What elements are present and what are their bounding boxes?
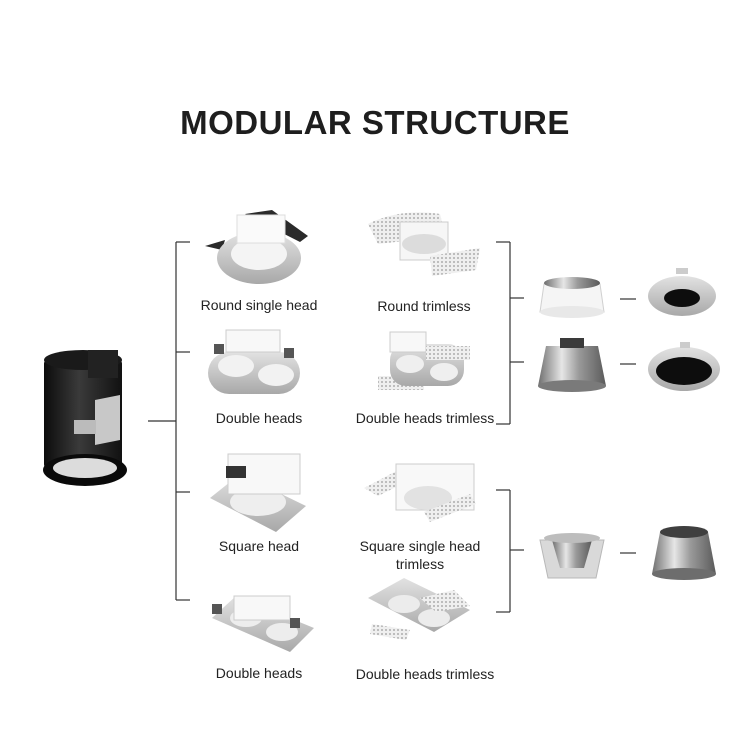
silver-reflector-lower-image bbox=[652, 526, 716, 580]
white-reflector-image bbox=[539, 277, 605, 318]
label-round-single-head: Round single head bbox=[200, 297, 318, 313]
square-single-head-trimless-image bbox=[364, 463, 476, 522]
double-heads-square-image bbox=[212, 595, 314, 652]
label-round-trimless: Round trimless bbox=[377, 298, 471, 314]
square-head-image bbox=[210, 453, 306, 532]
page-title: MODULAR STRUCTURE bbox=[180, 104, 570, 141]
square-silver-reflector-image bbox=[539, 533, 605, 579]
label-square-single-head-trimless: Square single head trimless bbox=[350, 537, 490, 573]
label-square-single-head-trimless-line2: trimless bbox=[395, 556, 445, 572]
label-square-single-head-trimless-line1: Square single head bbox=[359, 538, 481, 554]
round-trim-black-center-image bbox=[648, 268, 716, 316]
silver-reflector-round-image bbox=[538, 338, 606, 392]
double-heads-square-trimless-image bbox=[368, 578, 470, 640]
round-single-head-image bbox=[205, 210, 308, 284]
main-light-module-image bbox=[43, 350, 127, 486]
double-heads-round-trimless-image bbox=[378, 331, 470, 390]
oval-trim-black-image bbox=[648, 342, 720, 391]
label-double-heads-trimless-1: Double heads trimless bbox=[355, 410, 495, 426]
label-double-heads-trimless-2: Double heads trimless bbox=[355, 666, 495, 682]
double-heads-round-image bbox=[208, 329, 300, 394]
connector-lines bbox=[148, 241, 636, 613]
label-square-head: Square head bbox=[218, 538, 300, 554]
label-double-heads-1: Double heads bbox=[215, 410, 303, 426]
round-trimless-image bbox=[368, 212, 480, 276]
label-double-heads-2: Double heads bbox=[215, 665, 303, 681]
